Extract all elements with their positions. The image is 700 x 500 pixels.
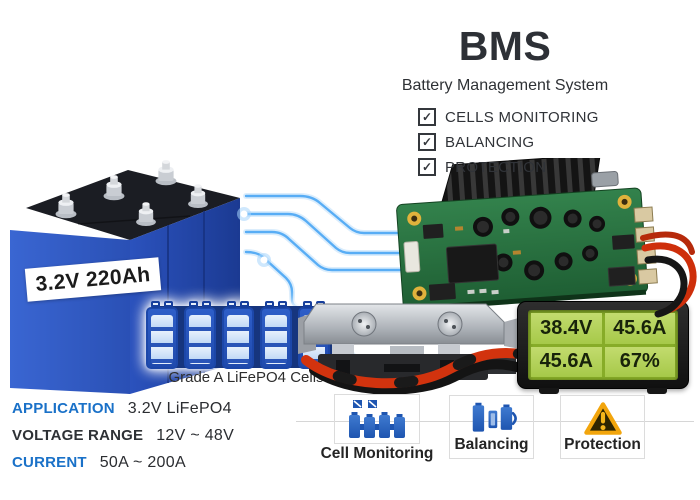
ic-chips (422, 223, 636, 301)
spec-list: APPLICATION 3.2V LiFePO4 VOLTAGE RANGE 1… (12, 400, 234, 481)
battery-front-face (10, 230, 130, 394)
feature-box-protection: Protection (560, 395, 645, 459)
cells-caption: Grade A LiFePO4 Cells (168, 369, 324, 386)
spec-value: 12V ~ 48V (156, 427, 235, 444)
checklist-label: BALANCING (445, 133, 535, 151)
page-subtitle: Battery Management System (401, 77, 609, 94)
cell-3 (222, 301, 254, 369)
spec-value: 3.2V LiFePO4 (127, 400, 232, 417)
cell-1 (146, 301, 178, 369)
feature-box-label: Cell Monitoring (320, 445, 434, 462)
cell-4 (260, 301, 292, 369)
usb-port (591, 171, 619, 188)
feature-checklist: ✓ CELLS MONITORING ✓ BALANCING ✓ PROTECT… (418, 108, 599, 176)
spec-label: CURRENT (12, 454, 87, 471)
spec-label: VOLTAGE RANGE (12, 427, 144, 444)
checklist-item: ✓ CELLS MONITORING (418, 108, 599, 126)
shunt-screws (351, 311, 463, 337)
balance-connector (403, 241, 421, 273)
lcd-reading-current-2: 45.6A (531, 346, 602, 377)
balancing-icon (472, 402, 517, 432)
checklist-label: PROTECTION (445, 158, 547, 176)
checkbox-checked-icon: ✓ (418, 158, 436, 176)
spec-row-current: CURRENT 50A ~ 200A (12, 454, 234, 472)
feature-box-label: Balancing (454, 436, 529, 453)
shunt-plate (303, 303, 505, 345)
checkbox-checked-icon: ✓ (418, 108, 436, 126)
checklist-item: ✓ BALANCING (418, 133, 599, 151)
lcd-reading-current-1: 45.6A (604, 313, 675, 344)
bms-header: BMS Battery Management System ✓ CELLS MO… (340, 26, 670, 183)
shunt-cables (300, 347, 526, 395)
feature-box-balancing: Balancing (449, 395, 534, 459)
lcd-screen: 38.4V 45.6A 45.6A 67% (528, 310, 678, 380)
feature-box-cell-monitoring (334, 394, 420, 444)
checklist-label: CELLS MONITORING (445, 108, 599, 126)
cells-monitoring-icon (349, 400, 405, 438)
lcd-reading-soc: 67% (604, 346, 675, 377)
checklist-item: ✓ PROTECTION (418, 158, 599, 176)
capacitors (472, 206, 606, 281)
checkbox-checked-icon: ✓ (418, 133, 436, 151)
lcd-mount-tab (647, 388, 667, 394)
spec-row-voltage-range: VOLTAGE RANGE 12V ~ 48V (12, 427, 234, 445)
warning-triangle-icon (583, 402, 622, 435)
spec-label: APPLICATION (12, 400, 115, 417)
battery-top-face (26, 170, 240, 240)
lcd-mount-tab (539, 388, 559, 394)
page-title: BMS (458, 23, 552, 69)
feature-box-label: Protection (564, 436, 641, 453)
small-components (454, 226, 521, 295)
spec-row-application: APPLICATION 3.2V LiFePO4 (12, 400, 234, 418)
spec-value: 50A ~ 200A (99, 454, 186, 471)
cell-2 (184, 301, 216, 369)
lcd-reading-voltage: 38.4V (531, 313, 602, 344)
lcd-meter: 38.4V 45.6A 45.6A 67% (517, 301, 689, 394)
shunt-sensor-photo (298, 303, 526, 395)
